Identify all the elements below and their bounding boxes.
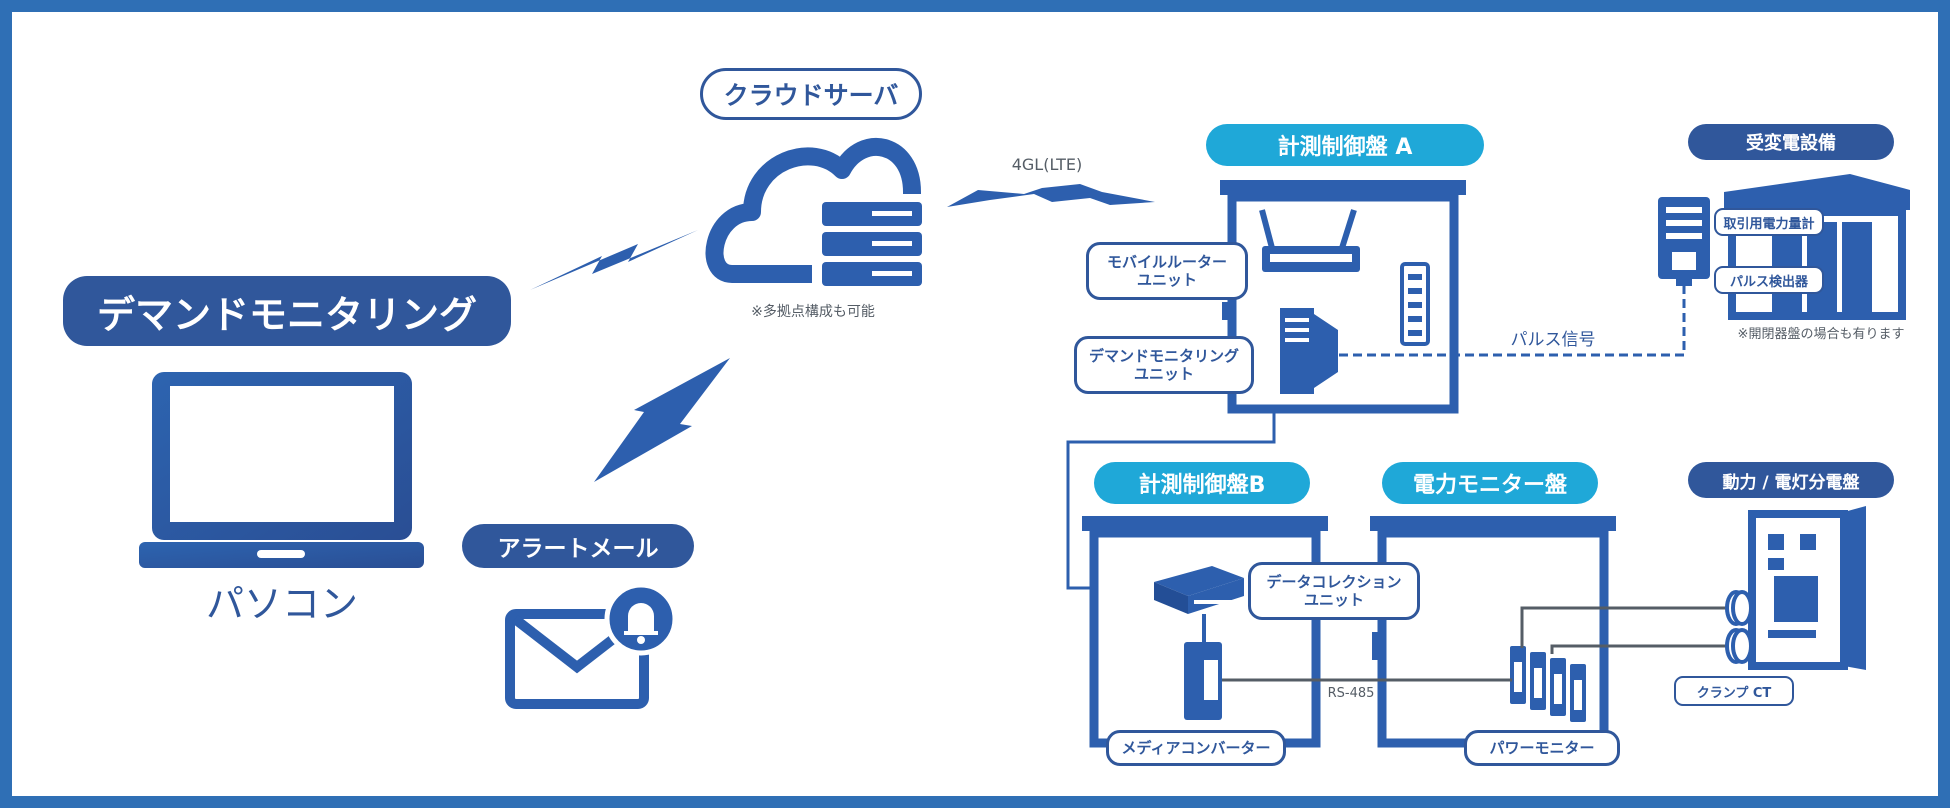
pc-label: パソコン: [205, 581, 358, 626]
panel-a-title: 計測制御盤 A: [1206, 124, 1484, 166]
laptop-icon: [139, 372, 424, 568]
system-diagram: [139, 137, 1910, 748]
clamp-ct-icon: [1725, 590, 1753, 626]
cloud-note: ※多拠点構成も可能: [751, 304, 875, 320]
power-monitor-panel: [1370, 516, 1616, 748]
media-converter-label: メディアコンバーター: [1106, 730, 1286, 766]
pulse-detector-label: パルス検出器: [1714, 266, 1824, 294]
lightning-icon: [530, 230, 698, 290]
substation-icon: [1658, 174, 1910, 320]
data-collector-label: データコレクション ユニット: [1248, 562, 1420, 620]
clamp-ct-icon: [1725, 628, 1753, 664]
alert-title: アラートメール: [462, 524, 694, 568]
pulse-signal-line: [1339, 282, 1686, 357]
control-panel-a: [1220, 180, 1466, 414]
substation-note: ※開閉器盤の場合も有ります: [1737, 326, 1905, 342]
cloud-server-icon: [705, 137, 924, 302]
demand-unit-label: デマンドモニタリング ユニット: [1074, 336, 1254, 394]
data-collector-icon: [1154, 566, 1244, 614]
substation-title: 受変電設備: [1688, 124, 1894, 160]
media-converter-icon: [1184, 642, 1222, 720]
data-collector-line1: データコレクション: [1266, 573, 1402, 591]
control-panel-b: [1082, 516, 1328, 748]
demand-unit-line2: ユニット: [1133, 365, 1194, 383]
demand-unit-line1: デマンドモニタリング: [1088, 347, 1239, 365]
router-unit-label: モバイルルーター ユニット: [1086, 242, 1248, 300]
mobile-router-icon: [1259, 209, 1360, 272]
pulse-signal-label: パルス信号: [1510, 329, 1596, 350]
ct-line: [1520, 606, 1728, 648]
lightning-icon: [947, 184, 1155, 207]
distribution-title: 動力 / 電灯分電盤: [1688, 462, 1894, 498]
power-monitor-icon: [1510, 646, 1586, 722]
pc-title: デマンドモニタリング: [63, 276, 511, 346]
ct-line: [1550, 644, 1728, 654]
power-panel-title: 電力モニター盤: [1382, 462, 1598, 504]
distribution-board-icon: [1748, 506, 1866, 670]
clamp-ct-label: クランプ CT: [1674, 676, 1794, 706]
demand-unit-icon: [1280, 308, 1338, 394]
meter-label: 取引用電力量計: [1714, 208, 1824, 236]
alert-mail-icon: [505, 582, 678, 709]
power-monitor-label: パワーモニター: [1464, 730, 1620, 766]
wireless-signal-icons: [530, 184, 1155, 482]
rs485-label: RS-485: [1327, 685, 1375, 701]
panel-b-title: 計測制御盤B: [1094, 462, 1310, 504]
lte-label: 4GL(LTE): [1011, 154, 1083, 174]
data-collector-line2: ユニット: [1303, 591, 1364, 609]
lightning-icon: [594, 358, 730, 482]
cloud-title: クラウドサーバ: [700, 68, 922, 120]
router-unit-line1: モバイルルーター: [1106, 253, 1227, 271]
io-module-icon: [1400, 262, 1430, 346]
router-unit-line2: ユニット: [1136, 271, 1197, 289]
